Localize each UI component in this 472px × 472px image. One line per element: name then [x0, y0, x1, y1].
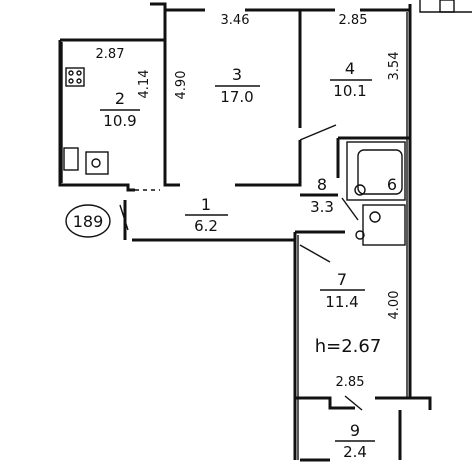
room-3-area: 17.0	[220, 88, 253, 106]
dim-room2-top: 2.87	[96, 47, 125, 62]
room-7-number: 7	[337, 270, 347, 289]
room-9-area: 2.4	[343, 443, 367, 461]
dim-room9-top: 2.85	[336, 375, 365, 390]
room-1-number: 1	[201, 195, 211, 214]
dim-room2-side: 4.14	[137, 70, 152, 99]
plan-number: 189	[73, 212, 104, 231]
room-4-number: 4	[345, 59, 355, 78]
room-1-area: 6.2	[194, 217, 218, 235]
counter-icon	[85, 151, 109, 175]
sink-icon	[63, 147, 79, 171]
plan-number-badge	[65, 204, 111, 238]
ceiling-height: h=2.67	[315, 336, 382, 357]
room-2-number: 2	[115, 89, 125, 108]
washbasin-icon	[369, 211, 381, 223]
room-6-number: 6	[387, 175, 397, 194]
room-3-number: 3	[232, 65, 242, 84]
dim-room4-side: 3.54	[387, 52, 402, 81]
stove-icon	[65, 67, 85, 87]
room-2-area: 10.9	[103, 112, 136, 130]
room-4-area: 10.1	[333, 82, 366, 100]
room-8-number: 8	[317, 175, 327, 194]
dim-room7-side: 4.00	[387, 291, 402, 320]
room-8-area: 3.3	[310, 198, 334, 216]
dim-room3-top: 3.46	[221, 13, 250, 28]
dim-room4-top: 2.85	[339, 13, 368, 28]
room-7-area: 11.4	[325, 293, 358, 311]
room-9-number: 9	[350, 421, 360, 440]
dim-room3-side: 4.90	[174, 71, 189, 100]
toilet-icon	[354, 184, 366, 196]
walls	[58, 0, 472, 462]
